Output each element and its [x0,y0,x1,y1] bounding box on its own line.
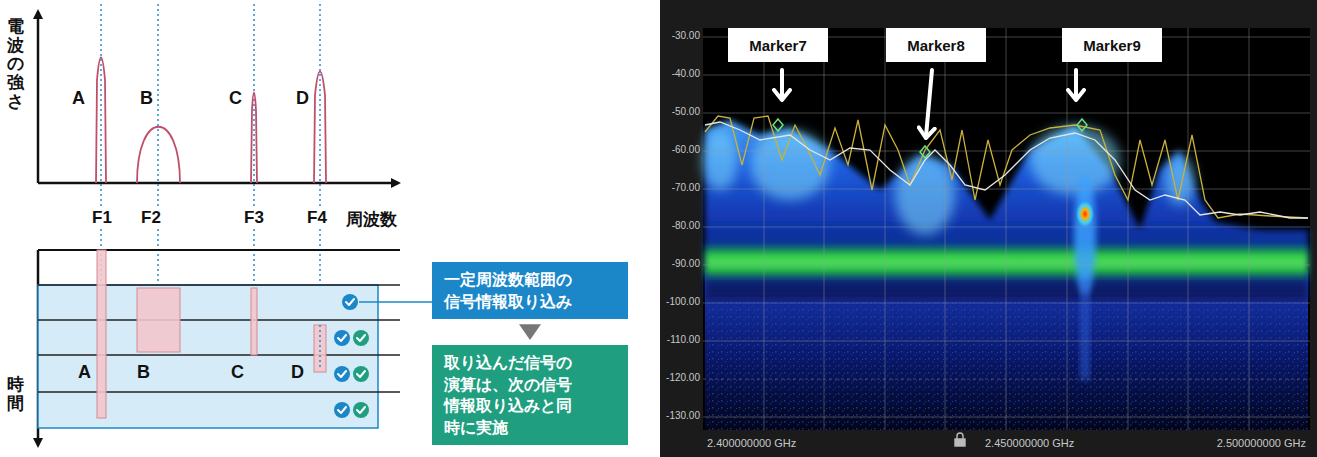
tick-label: -30.00 [660,30,700,41]
tick-label: -100.00 [660,296,700,307]
signal-label: D [296,88,309,109]
signal-label: C [231,362,244,383]
node-text: 一定周波数範囲の信号情報取り込み [444,269,574,312]
tick-label: -60.00 [660,144,700,155]
signal-label: B [140,88,153,109]
axis-label: 電波の強さ [7,18,24,111]
tick-label: -110.00 [660,334,700,345]
tick-label: -70.00 [660,182,700,193]
callout-box: 取り込んだ信号の演算は、次の信号情報取り込みと同時に実施 [432,345,628,445]
callout-box: 一定周波数範囲の信号情報取り込み [432,262,628,319]
marker-box: Marker9 [1062,28,1162,62]
signal-label: B [137,362,150,383]
node-text: Marker8 [907,37,965,54]
tick-label: -80.00 [660,220,700,231]
frequency-label: F3 [242,208,266,228]
tick-label: 2.450000000 GHz [985,437,1074,449]
signal-label: D [291,362,304,383]
flow-arrow [519,324,541,340]
tick-label: -40.00 [660,68,700,79]
tick-label: -50.00 [660,106,700,117]
node-text: Marker9 [1083,37,1141,54]
signal-label: A [72,88,85,109]
marker-box: Marker7 [728,28,828,62]
node-text: Marker7 [749,37,807,54]
tick-label: 2.400000000 GHz [707,437,796,449]
frequency-label: F1 [90,208,114,228]
frequency-label: F2 [139,208,163,228]
frequency-label: F4 [305,208,329,228]
tick-label: -90.00 [660,258,700,269]
marker-box: Marker8 [886,28,986,62]
tick-label: 2.500000000 GHz [1217,437,1306,449]
tick-label: -130.00 [660,410,700,421]
axis-label: 周波数 [344,208,399,231]
tick-label: -120.00 [660,372,700,383]
signal-label: C [229,88,242,109]
signal-label: A [78,362,91,383]
axis-label: 時間 [7,376,24,413]
node-text: 取り込んだ信号の演算は、次の信号情報取り込みと同時に実施 [444,352,574,438]
